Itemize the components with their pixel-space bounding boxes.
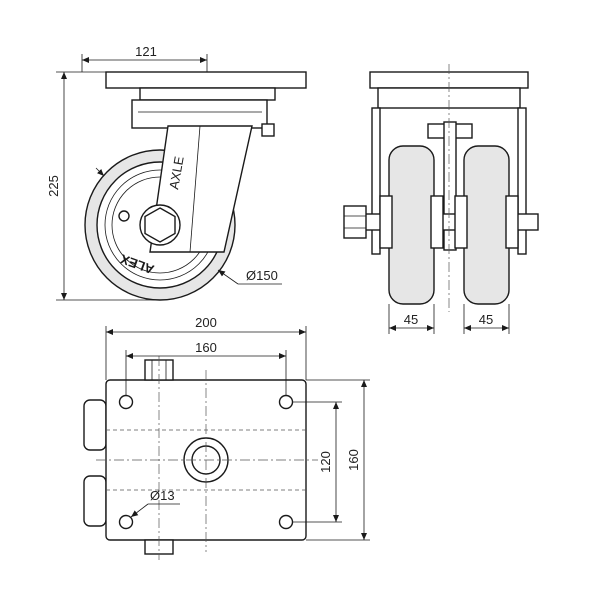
dimension-hole-diameter: Ø13 <box>150 488 175 503</box>
dimension-plate-width: 160 <box>346 449 361 471</box>
dimension-total-height: 225 <box>46 175 61 197</box>
top-view: 200 160 120 160 Ø13 <box>83 315 370 560</box>
front-view: 45 45 <box>343 64 539 334</box>
dimension-hole-spacing-width: 120 <box>318 451 333 473</box>
dimension-wheel-width-right: 45 <box>479 312 493 327</box>
dimension-wheel-diameter: Ø150 <box>246 268 278 283</box>
dimension-hole-spacing-length: 160 <box>195 340 217 355</box>
fork-mark-label: AXLE <box>166 155 187 191</box>
dimension-wheel-width-left: 45 <box>404 312 418 327</box>
dimension-plate-length: 200 <box>195 315 217 330</box>
dimension-top-plate-offset: 121 <box>135 44 157 59</box>
side-view: AXLE ALEX 121 225 Ø150 <box>46 44 307 301</box>
